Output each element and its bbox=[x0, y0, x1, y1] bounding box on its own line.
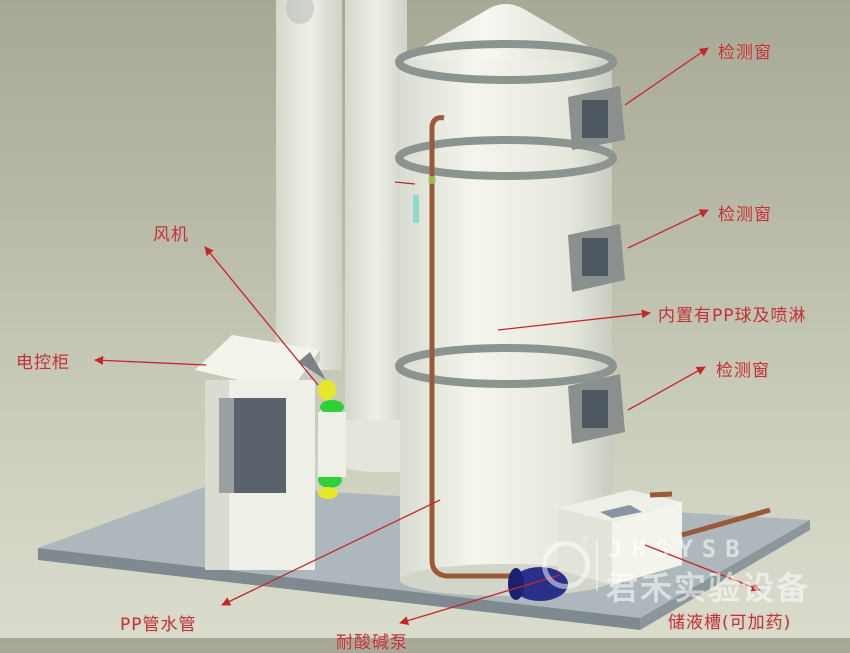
label-control-cabinet: 电控柜 bbox=[16, 353, 70, 373]
label-pp-water-pipe: PP管水管 bbox=[120, 615, 197, 635]
label-pump: 耐酸碱泵 bbox=[336, 633, 408, 653]
annotation-arrows bbox=[94, 47, 761, 626]
scene-illustration bbox=[38, 0, 810, 630]
label-packing-and-spray: 内置有PP球及喷淋 bbox=[658, 306, 807, 326]
fan bbox=[318, 380, 346, 499]
label-inspection-window-bottom: 检测窗 bbox=[716, 361, 770, 381]
pump bbox=[508, 567, 568, 601]
label-inspection-window-middle: 检测窗 bbox=[718, 205, 772, 225]
control-cabinet bbox=[195, 335, 326, 570]
water-pipe bbox=[413, 115, 520, 579]
inspection-window-bottom bbox=[568, 374, 625, 444]
inspection-window-middle bbox=[568, 224, 625, 292]
label-inspection-window-top: 检测窗 bbox=[718, 43, 772, 63]
scrubber-diagram: 检测窗 检测窗 内置有PP球及喷淋 检测窗 风机 电控柜 PP管水管 耐酸碱泵 … bbox=[16, 0, 810, 653]
label-storage-tank: 储液槽(可加药) bbox=[668, 613, 792, 633]
exhaust-duct-right bbox=[320, 0, 407, 472]
exhaust-duct-left bbox=[276, 0, 342, 370]
inspection-window-top bbox=[568, 86, 625, 150]
label-fan: 风机 bbox=[153, 225, 189, 245]
